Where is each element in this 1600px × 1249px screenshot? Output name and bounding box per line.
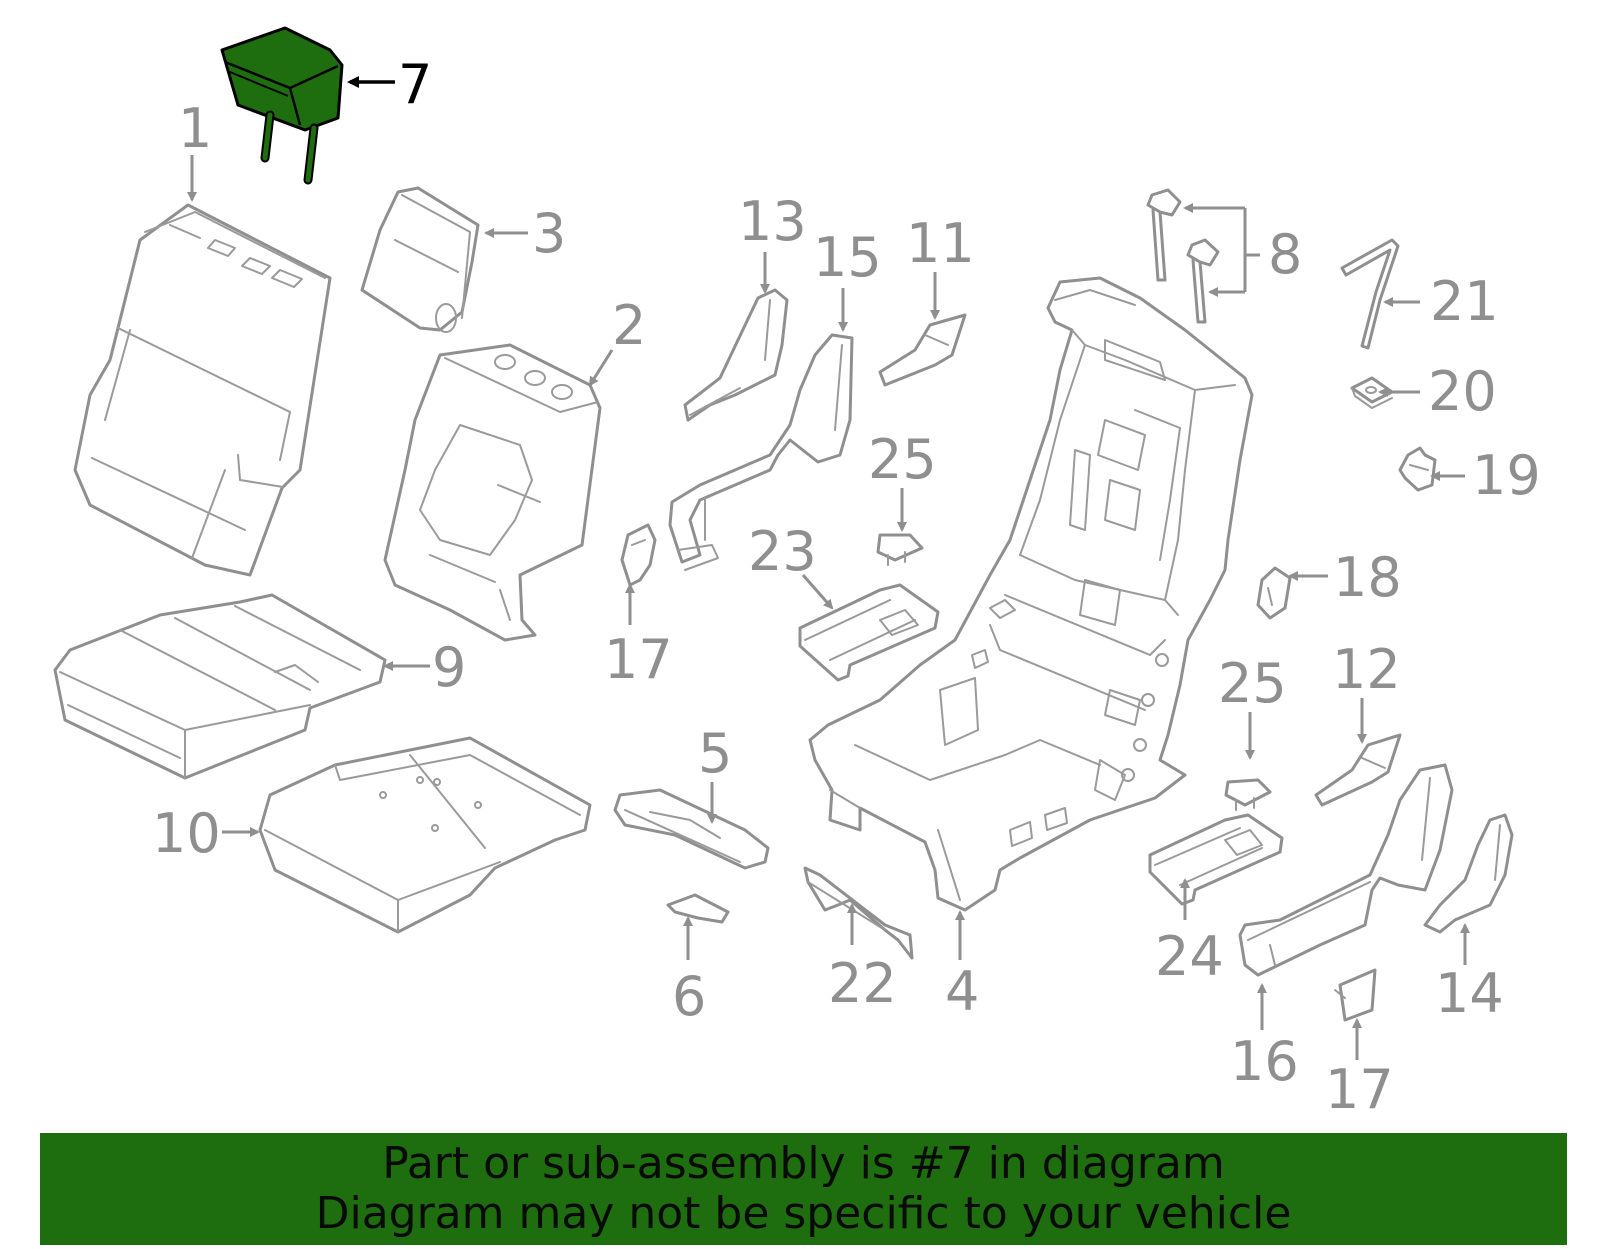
- part-21-wire[interactable]: [1340, 238, 1400, 350]
- callout-1[interactable]: 1: [178, 97, 212, 160]
- callout-23[interactable]: 23: [748, 520, 817, 583]
- callout-17-left[interactable]: 17: [604, 628, 673, 691]
- part-23-track-cover[interactable]: [798, 583, 940, 682]
- callout-14[interactable]: 14: [1435, 962, 1504, 1025]
- part-18-bracket[interactable]: [1256, 566, 1292, 620]
- part-8-headrest-guides[interactable]: [1146, 188, 1220, 324]
- callout-16[interactable]: 16: [1230, 1030, 1299, 1093]
- part-25-cap-lower[interactable]: [1224, 778, 1272, 811]
- callout-25-upper[interactable]: 25: [868, 428, 937, 491]
- part-17-bracket-right[interactable]: [1334, 968, 1377, 1022]
- callout-19[interactable]: 19: [1472, 444, 1541, 507]
- part-7-headrest[interactable]: [220, 26, 344, 185]
- part-16-side-shield[interactable]: [1238, 763, 1454, 977]
- part-5-track-bracket[interactable]: [613, 788, 770, 870]
- part-15-side-shield[interactable]: [668, 333, 854, 571]
- part-10-cushion-pad[interactable]: [258, 736, 592, 934]
- part-19-connector[interactable]: [1398, 446, 1437, 492]
- callout-5[interactable]: 5: [698, 722, 732, 785]
- part-6-clip[interactable]: [666, 893, 730, 924]
- banner-line-1: Part or sub-assembly is #7 in diagram: [382, 1138, 1225, 1189]
- part-9-cushion-cover[interactable]: [53, 593, 387, 780]
- callout-labels: 7 1 3 2 13 15 11 8 21 20 19 25 17 23 18 …: [152, 53, 1541, 1121]
- callout-2[interactable]: 2: [612, 294, 646, 357]
- callout-25-lower[interactable]: 25: [1218, 652, 1287, 715]
- callout-13[interactable]: 13: [738, 190, 807, 253]
- part-12-clip[interactable]: [1314, 733, 1402, 807]
- part-1-seatback-cover[interactable]: [73, 203, 332, 577]
- callout-4[interactable]: 4: [945, 960, 979, 1023]
- part-24-track-cover[interactable]: [1148, 813, 1284, 906]
- callout-9[interactable]: 9: [432, 636, 466, 699]
- part-22-cover[interactable]: [803, 866, 914, 960]
- part-17-bracket-left[interactable]: [620, 523, 657, 587]
- leader-lines: [187, 76, 1470, 1060]
- callout-12[interactable]: 12: [1332, 638, 1401, 701]
- callout-11[interactable]: 11: [906, 212, 975, 275]
- part-14-side-trim[interactable]: [1423, 813, 1514, 934]
- callout-24[interactable]: 24: [1155, 925, 1224, 988]
- callout-22[interactable]: 22: [828, 952, 897, 1015]
- part-4-seat-frame[interactable]: [808, 276, 1254, 912]
- info-banner: Part or sub-assembly is #7 in diagram Di…: [40, 1133, 1567, 1245]
- callout-10[interactable]: 10: [152, 802, 221, 865]
- callout-18[interactable]: 18: [1333, 546, 1402, 609]
- part-25-cap-upper[interactable]: [876, 533, 924, 566]
- part-3-armrest[interactable]: [360, 186, 480, 333]
- part-2-seatback-pad[interactable]: [383, 343, 602, 642]
- callout-20[interactable]: 20: [1428, 360, 1497, 423]
- callout-6[interactable]: 6: [672, 965, 706, 1028]
- callout-17-right[interactable]: 17: [1325, 1058, 1394, 1121]
- part-11-clip[interactable]: [878, 313, 967, 387]
- part-13-side-trim[interactable]: [683, 288, 789, 422]
- banner-line-2: Diagram may not be specific to your vehi…: [315, 1188, 1292, 1239]
- callout-15[interactable]: 15: [813, 226, 882, 289]
- callout-8[interactable]: 8: [1268, 223, 1302, 286]
- callout-7[interactable]: 7: [398, 53, 432, 116]
- callout-21[interactable]: 21: [1430, 270, 1499, 333]
- callout-3[interactable]: 3: [532, 202, 566, 265]
